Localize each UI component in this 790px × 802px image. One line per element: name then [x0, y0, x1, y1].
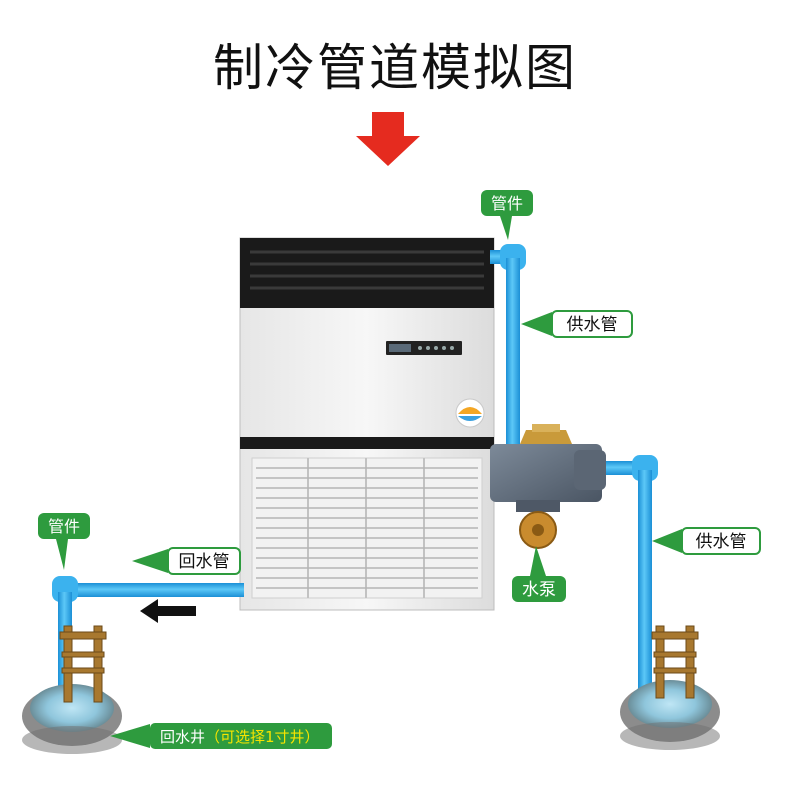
intake-grille — [251, 457, 483, 599]
supply-pipe-right-callout: 供水管 — [652, 527, 761, 555]
page-title: 制冷管道模拟图 — [213, 39, 577, 97]
return-pipe-callout: 回水管 — [132, 547, 241, 575]
supply-pipe-right-segment — [598, 455, 658, 696]
air-conditioner-unit — [239, 237, 495, 611]
top-fitting-label: 管件 — [491, 194, 523, 213]
supply-pipe-top-callout: 供水管 — [521, 310, 633, 338]
control-panel — [386, 341, 462, 355]
supply-pipe-top-label: 供水管 — [567, 315, 618, 335]
svg-text:回水井（可选择1寸井）: 回水井（可选择1寸井） — [160, 728, 320, 746]
logo-sticker — [455, 398, 485, 428]
left-fitting-callout: 管件 — [38, 513, 90, 570]
supply-pipe-top-segment — [490, 244, 526, 450]
return-well-note: （可选择1寸井） — [205, 728, 320, 746]
down-arrow-icon — [356, 112, 420, 166]
return-flow-arrow-icon — [140, 599, 196, 623]
right-well — [620, 625, 720, 750]
left-fitting-label: 管件 — [48, 517, 80, 536]
water-pump — [490, 424, 606, 549]
pump-callout: 水泵 — [512, 546, 566, 602]
return-well-callout: 回水井（可选择1寸井） — [110, 723, 332, 749]
supply-pipe-right-label: 供水管 — [696, 532, 747, 552]
return-pipe-label: 回水管 — [179, 552, 230, 572]
return-well-label: 回水井 — [160, 728, 205, 746]
pump-label: 水泵 — [522, 580, 556, 600]
top-fitting-callout: 管件 — [481, 190, 533, 240]
left-well — [22, 625, 122, 754]
